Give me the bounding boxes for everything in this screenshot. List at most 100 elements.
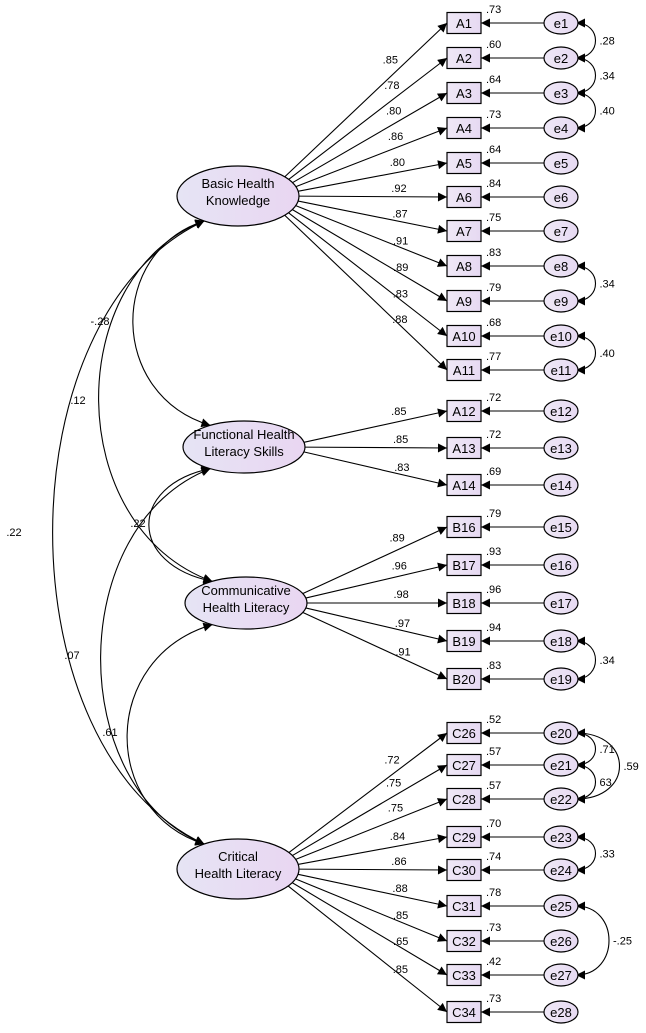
indicator-label: A14 <box>452 478 475 493</box>
loading-path <box>282 213 448 371</box>
error-label: e14 <box>550 478 572 493</box>
error-e20: e20 <box>543 721 579 745</box>
loading-label: .85 <box>393 964 408 976</box>
indicator-label: A11 <box>453 363 475 378</box>
loading-path <box>293 127 448 188</box>
loading-label: .88 <box>392 314 407 326</box>
indicator-box <box>446 515 482 539</box>
r-squared-label: .77 <box>486 351 501 363</box>
indicator-box <box>446 858 482 882</box>
indicator-box <box>446 629 482 653</box>
error-e15: e15 <box>543 515 579 539</box>
loading-label: .80 <box>386 105 401 117</box>
indicator-box <box>446 116 482 140</box>
error-ellipse <box>543 399 579 423</box>
error-label: e18 <box>550 634 572 649</box>
loading-label: .85 <box>393 434 408 446</box>
indicator-label: A3 <box>456 86 472 101</box>
loading-path <box>303 562 448 600</box>
error-label: e24 <box>550 863 572 878</box>
error-ellipse <box>543 721 579 745</box>
indicator-box <box>446 358 482 382</box>
error-label: e2 <box>554 51 568 66</box>
indicator-label: A5 <box>456 156 472 171</box>
covariance-label: .59 <box>624 761 639 773</box>
error-label: e15 <box>550 520 572 535</box>
error-ellipse <box>543 289 579 313</box>
indicator-box <box>446 219 482 243</box>
loading-path <box>295 160 448 193</box>
loading-label: .78 <box>384 80 399 92</box>
error-covariance-arc <box>575 18 597 63</box>
covariance-label: .71 <box>600 744 615 756</box>
loading-label: .97 <box>395 618 410 630</box>
indicator-c29: C29 <box>446 825 482 849</box>
error-e21: e21 <box>543 753 579 777</box>
loading-path <box>290 207 448 302</box>
error-e9: e9 <box>543 289 579 313</box>
indicator-box <box>446 399 482 423</box>
error-label: e17 <box>550 596 572 611</box>
indicator-label: A8 <box>456 259 472 274</box>
covariance-label: .40 <box>600 106 615 118</box>
indicator-box <box>446 81 482 105</box>
indicator-box <box>446 753 482 777</box>
latent-ellipse <box>184 576 308 630</box>
error-ellipse <box>543 753 579 777</box>
r-squared-label: .57 <box>486 780 501 792</box>
error-e19: e19 <box>543 667 579 691</box>
error-ellipse <box>543 858 579 882</box>
indicator-a4: A4 <box>446 116 482 140</box>
covariance-label: .34 <box>600 279 615 291</box>
indicator-label: A9 <box>456 294 472 309</box>
error-covariance-arc <box>575 760 597 804</box>
indicator-a11: A11 <box>446 358 482 382</box>
loading-path <box>290 92 448 185</box>
correlation-label: -.28 <box>91 316 110 328</box>
r-squared-label: .72 <box>486 392 501 404</box>
indicator-b17: B17 <box>446 553 482 577</box>
latent-ellipse <box>176 165 300 227</box>
error-covariance-arc <box>575 88 597 133</box>
error-label: e13 <box>550 441 572 456</box>
loading-path <box>300 526 448 596</box>
indicator-a12: A12 <box>446 399 482 423</box>
indicator-a8: A8 <box>446 254 482 278</box>
covariance-label: 63 <box>600 777 612 789</box>
error-e18: e18 <box>543 629 579 653</box>
latent-label: Critical <box>218 849 258 864</box>
latent-label: Knowledge <box>206 193 270 208</box>
error-e25: e25 <box>543 894 579 918</box>
r-squared-label: .79 <box>486 508 501 520</box>
factor-correlation-arc <box>98 219 213 583</box>
indicator-label: C27 <box>452 758 476 773</box>
error-label: e11 <box>551 363 572 378</box>
latent-label: Basic Health <box>202 176 275 191</box>
error-ellipse <box>543 825 579 849</box>
factor-correlation-arc <box>132 219 211 428</box>
loading-path <box>286 732 448 855</box>
loading-path <box>296 192 448 202</box>
error-label: e4 <box>554 121 568 136</box>
indicator-label: C33 <box>452 968 476 983</box>
error-ellipse <box>543 473 579 497</box>
indicator-box <box>446 185 482 209</box>
indicator-label: A4 <box>456 121 472 136</box>
latent-label: Communicative <box>201 583 291 598</box>
error-ellipse <box>543 151 579 175</box>
loading-label: .92 <box>391 183 406 195</box>
loading-path <box>295 834 448 866</box>
loading-path <box>286 57 448 182</box>
error-label: e1 <box>554 16 568 31</box>
indicator-c26: C26 <box>446 721 482 745</box>
error-ellipse <box>543 629 579 653</box>
loading-label: .91 <box>393 235 408 247</box>
indicator-box <box>446 825 482 849</box>
error-e8: e8 <box>543 254 579 278</box>
latent-label: Health Literacy <box>195 866 282 881</box>
r-squared-label: .73 <box>486 993 501 1005</box>
indicator-a10: A10 <box>446 324 482 348</box>
correlation-label: .61 <box>102 727 117 739</box>
loading-path <box>293 877 448 942</box>
